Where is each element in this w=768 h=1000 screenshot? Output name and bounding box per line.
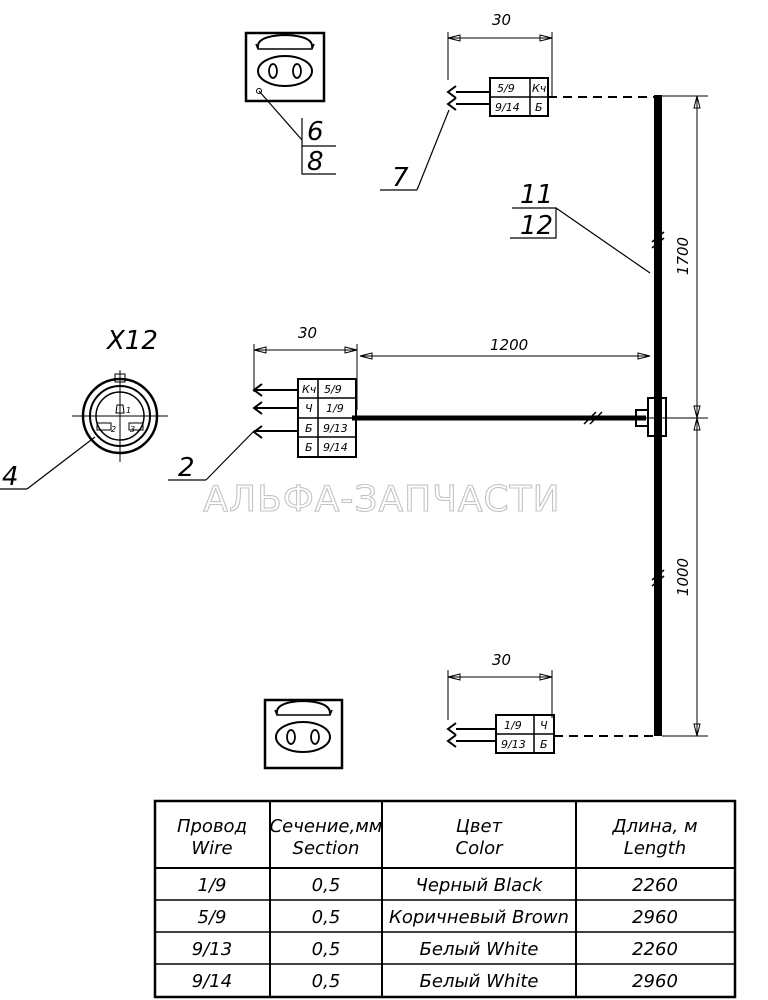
pin-3-label: 3	[130, 425, 135, 434]
row-3-color: Белый White	[420, 939, 539, 960]
bottom-wire-1: 1/9	[504, 719, 522, 732]
watermark: АЛЬФА-ЗАПЧАСТИ	[203, 479, 560, 520]
wire-block-bottom	[446, 670, 656, 754]
callout-12: 12	[520, 211, 553, 241]
left-color-2: Ч	[305, 402, 313, 415]
header-wire-en: Wire	[191, 838, 232, 859]
callout-8: 8	[307, 147, 324, 177]
callout-11: 11	[520, 180, 553, 210]
row-4-color: Белый White	[420, 971, 539, 992]
row-2-length: 2960	[632, 907, 678, 928]
dim-left-connector: 30	[298, 324, 317, 342]
header-length-en: Length	[624, 838, 686, 859]
left-wire-4: 9/14	[323, 441, 348, 454]
bottom-color-1: Ч	[540, 719, 548, 732]
callout-7: 7	[392, 163, 409, 193]
pin-2-label: 2	[111, 425, 116, 434]
row-1-section: 0,5	[312, 875, 341, 896]
table-row: 1/9 0,5 Черный Black 2260	[198, 875, 678, 896]
row-4-wire: 9/14	[192, 971, 232, 992]
row-2-section: 0,5	[312, 907, 341, 928]
connector-icon-top	[244, 31, 326, 103]
header-section-en: Section	[293, 838, 360, 859]
header-section-ru: Сечение,мм	[270, 816, 383, 837]
top-color-2: Б	[535, 101, 543, 114]
wire-block-left	[252, 344, 358, 458]
header-color-ru: Цвет	[456, 816, 503, 837]
top-color-1: Кч	[532, 82, 547, 95]
left-color-3: Б	[305, 422, 313, 435]
left-wire-1: 5/9	[324, 383, 342, 396]
row-1-wire: 1/9	[198, 875, 227, 896]
pin-1-label: 1	[126, 406, 131, 415]
dim-bottom-connector: 30	[492, 651, 511, 669]
callout-4: 4	[2, 462, 19, 492]
left-wire-2: 1/9	[326, 402, 344, 415]
left-color-4: Б	[305, 441, 313, 454]
top-wire-1: 5/9	[497, 82, 515, 95]
row-3-length: 2260	[632, 939, 678, 960]
round-connector-x12: 1 2 3	[72, 370, 168, 462]
table-row: 5/9 0,5 Коричневый Brown 2960	[198, 907, 678, 928]
row-2-wire: 5/9	[198, 907, 227, 928]
dim-horizontal-run: 1200	[490, 336, 528, 354]
callout-6: 6	[307, 117, 324, 147]
row-4-length: 2960	[632, 971, 678, 992]
wire-block-top	[446, 32, 656, 117]
table-header: Провод Wire Сечение,мм Section Цвет Colo…	[177, 816, 698, 859]
table-row: 9/13 0,5 Белый White 2260	[192, 939, 678, 960]
row-3-section: 0,5	[312, 939, 341, 960]
left-wire-3: 9/13	[323, 422, 348, 435]
header-wire-ru: Провод	[177, 816, 247, 837]
connector-icon-bottom	[263, 698, 344, 770]
wire-spec-table	[153, 799, 737, 999]
table-row: 9/14 0,5 Белый White 2960	[192, 971, 678, 992]
left-color-1: Кч	[302, 383, 317, 396]
callout-2: 2	[178, 453, 195, 483]
dim-upper-trunk: 1700	[674, 237, 692, 275]
dim-lower-trunk: 1000	[674, 558, 692, 596]
dim-top-connector: 30	[492, 11, 511, 29]
row-3-wire: 9/13	[192, 939, 232, 960]
top-wire-2: 9/14	[495, 101, 520, 114]
bottom-wire-2: 9/13	[501, 738, 526, 751]
connector-name: X12	[105, 326, 158, 356]
harness-trunk	[352, 95, 708, 736]
bottom-color-2: Б	[540, 738, 548, 751]
row-1-color: Черный Black	[416, 875, 545, 896]
row-2-color: Коричневый Brown	[389, 907, 569, 928]
header-length-ru: Длина, м	[611, 816, 697, 837]
row-4-section: 0,5	[312, 971, 341, 992]
row-1-length: 2260	[632, 875, 678, 896]
header-color-en: Color	[456, 838, 505, 859]
